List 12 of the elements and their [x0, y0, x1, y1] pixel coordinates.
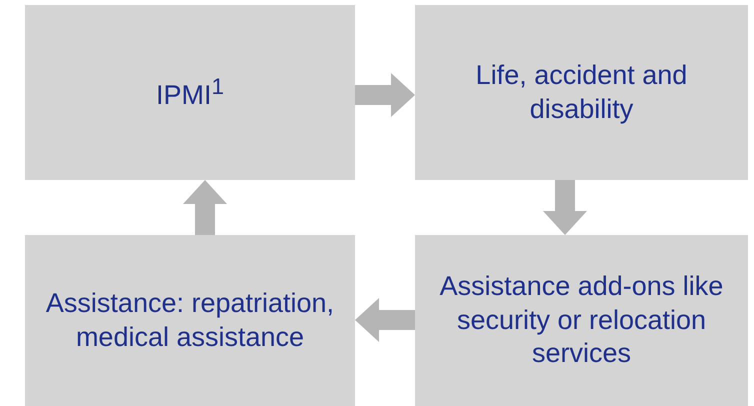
block-arrow: [183, 180, 227, 235]
box-label: Assistance: repatriation, medical assistance: [44, 286, 336, 354]
quadrant-box: [415, 5, 748, 180]
box-label: Life, accident and disability: [474, 58, 688, 126]
block-arrow: [355, 298, 415, 342]
box-label: IPMI$^{1}$: [156, 72, 224, 112]
block-arrow: [355, 73, 415, 117]
quadrant-box: [25, 5, 355, 180]
quadrant-box: [25, 235, 355, 406]
block-arrow: [543, 180, 587, 235]
quadrant-box: [415, 235, 748, 406]
box-label: Assistance add-ons like security or relocation services: [438, 270, 724, 370]
